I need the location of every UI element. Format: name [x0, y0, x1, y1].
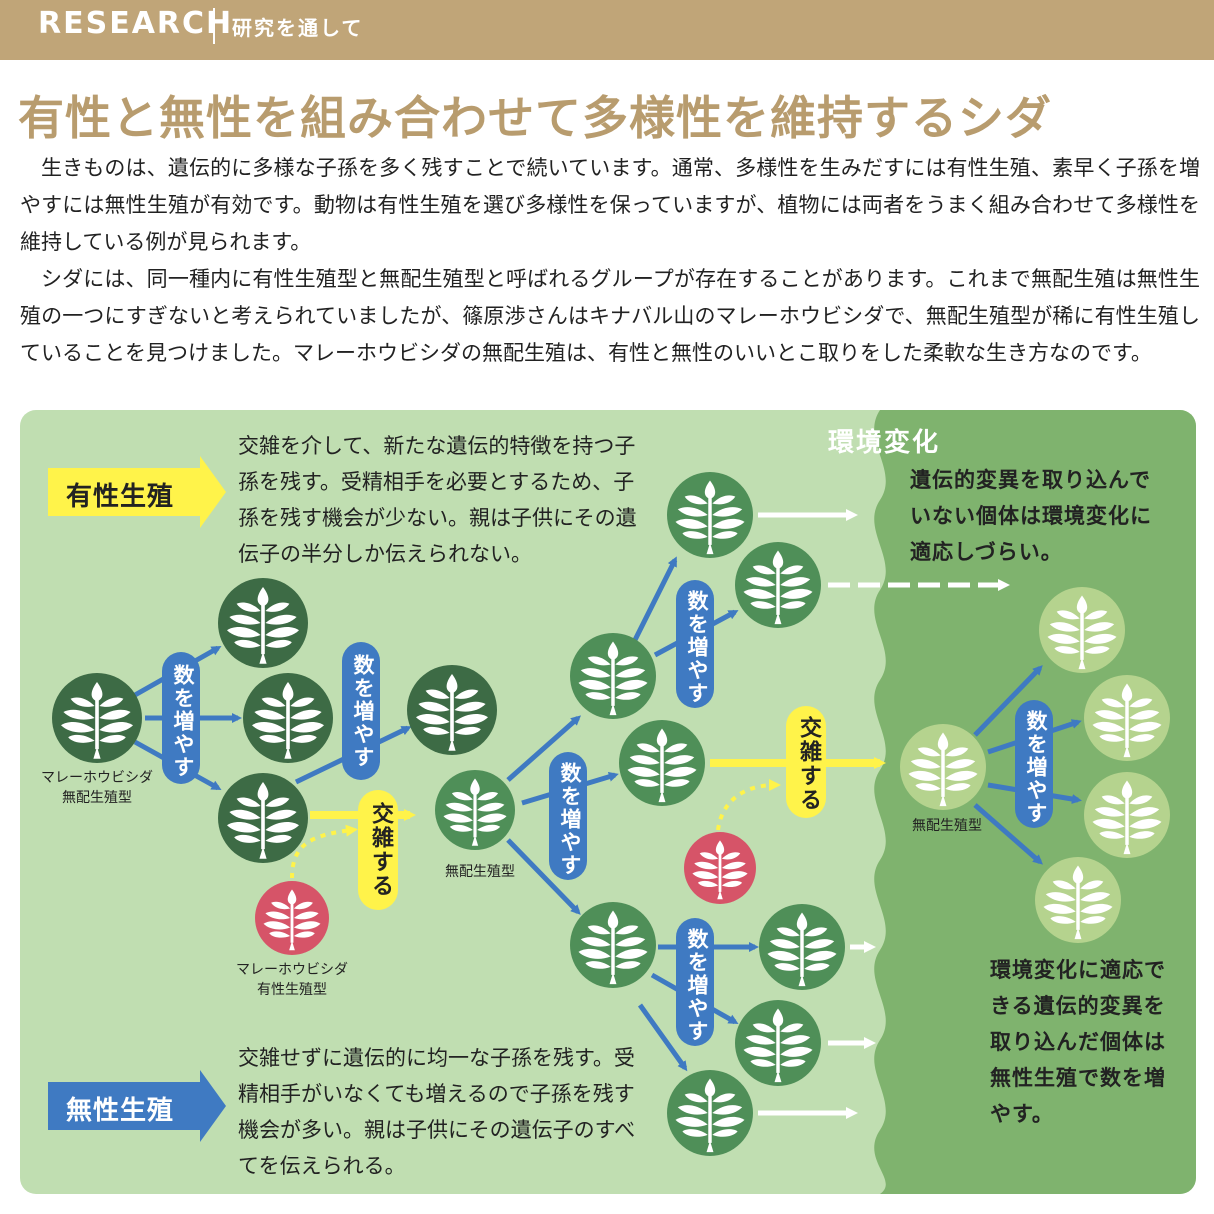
paragraph-1: 生きものは、遺伝的に多様な子孫を多く残すことで続いています。通常、多様性を生みだ…	[20, 156, 1200, 254]
increase-pill-3	[549, 752, 587, 880]
asexual-description: 交雑せずに遺伝的に均一な子孫を残す。受精相手がいなくても増えるので子孫を残す機会…	[238, 1046, 636, 1178]
link-g1-t1	[632, 556, 678, 642]
sexual-arrow-shape	[48, 456, 226, 528]
fern-g3	[570, 902, 656, 988]
environment-change-label: 環境変化	[828, 428, 941, 458]
fern-a4	[407, 665, 497, 755]
increase-text-4: 数を増やす	[685, 590, 709, 705]
fern-pink-right	[684, 832, 756, 904]
increase-pill-2	[342, 642, 380, 780]
fern-r1	[1039, 587, 1125, 673]
asexual-arrow-shape	[48, 1070, 226, 1142]
fern-a3	[218, 773, 308, 863]
increase-text-1: 数を増やす	[171, 664, 195, 779]
fern-a1	[218, 578, 308, 668]
fern-a2	[243, 673, 333, 763]
sexual-description: 交雑を介して、新たな遺伝的特徴を持つ子孫を残す。受精相手を必要とするため、子孫を…	[238, 434, 637, 566]
page-title: 有性と無性を組み合わせて多様性を維持するシダ	[18, 91, 1052, 145]
increase-pill-4	[676, 580, 714, 708]
fern-a0	[52, 673, 142, 763]
section-label-jp: 研究を通して	[232, 16, 364, 40]
sexual-reproduction-label: 有性生殖	[66, 482, 175, 512]
increase-text-3: 数を増やす	[558, 762, 582, 877]
note-no-variation: 遺伝的変異を取り込んでいない個体は環境変化に適応しづらい。	[910, 468, 1152, 564]
fern-g2	[619, 720, 705, 806]
fern-h1	[435, 770, 515, 850]
fern-r2	[1084, 675, 1170, 761]
fern-r3	[1084, 772, 1170, 858]
note-adapted: 環境変化に適応できる遺伝的変異を取り込んだ個体は無性生殖で数を増やす。	[990, 958, 1166, 1126]
increase-pill-5	[676, 918, 714, 1046]
link-h2-r4	[973, 803, 1044, 865]
link-g3-b3	[637, 1003, 688, 1072]
hybridize-pill-1	[358, 790, 398, 910]
hybridize-pill-2	[786, 706, 826, 818]
increase-pill-1	[162, 652, 200, 784]
paragraph-2: シダには、同一種内に有性生殖型と無配生殖型と呼ばれるグループが存在することがあり…	[20, 267, 1200, 365]
link-h1-g1	[506, 715, 581, 782]
label-apogamous-1: 無配生殖型	[445, 864, 515, 880]
fern-b1	[759, 904, 845, 990]
increase-text-2: 数を増やす	[351, 654, 375, 769]
header-bar: RESEARCH 研究を通して	[0, 0, 1214, 60]
label-apogamous-2: 無配生殖型	[912, 818, 982, 834]
increase-text-6: 数を増やす	[1024, 710, 1048, 825]
fern-pink-left	[255, 881, 329, 955]
link-h2-r1	[973, 665, 1043, 737]
body-text: 生きものは、遺伝的に多様な子孫を多く残すことで続いています。通常、多様性を生みだ…	[20, 150, 1200, 372]
label-sexual-species: マレーホウビシダ 有性生殖型	[236, 962, 348, 998]
fern-g1	[570, 633, 656, 719]
fern-b3	[667, 1070, 753, 1156]
fern-b2	[735, 1000, 821, 1086]
header-separator	[213, 8, 215, 44]
section-label-en: RESEARCH	[38, 6, 234, 41]
increase-pill-6	[1015, 700, 1053, 828]
increase-text-5: 数を増やす	[685, 928, 709, 1043]
hybridize-text-2: 交雑する	[796, 716, 821, 812]
fern-r4	[1035, 857, 1121, 943]
label-apogamous-species: マレーホウビシダ 無配生殖型	[41, 770, 153, 806]
fern-h2	[900, 724, 986, 810]
hybridize-text-1: 交雑する	[368, 802, 393, 898]
asexual-reproduction-label: 無性生殖	[66, 1096, 175, 1126]
link-h1-g3	[506, 838, 581, 915]
fern-t1	[667, 472, 753, 558]
fern-t2	[735, 542, 821, 628]
